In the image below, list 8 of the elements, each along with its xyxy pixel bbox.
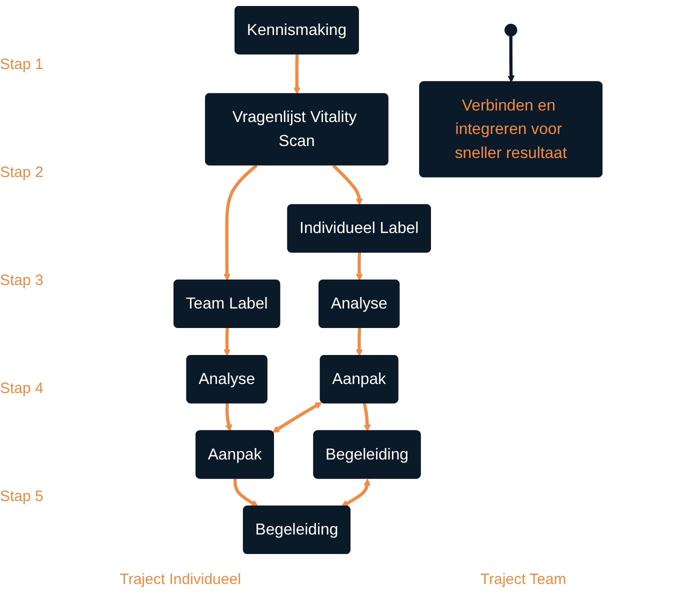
track-label: Traject Individueel xyxy=(120,570,241,588)
step-label: Stap 2 xyxy=(0,164,44,180)
step-label: Stap 5 xyxy=(0,488,44,504)
track-label: Traject Team xyxy=(480,570,566,588)
step-label: Stap 1 xyxy=(0,56,44,72)
step-label: Stap 4 xyxy=(0,380,44,396)
flowchart: Kennismaking Vragenlijst Vitality Scan Individueel Label Team Label Analyse Analyse Aanpak Aanpak Begeleiding Begeleiding Verbinden en integreren voor sneller resultaat xyxy=(90,0,686,560)
step-label: Stap 3 xyxy=(0,272,44,288)
